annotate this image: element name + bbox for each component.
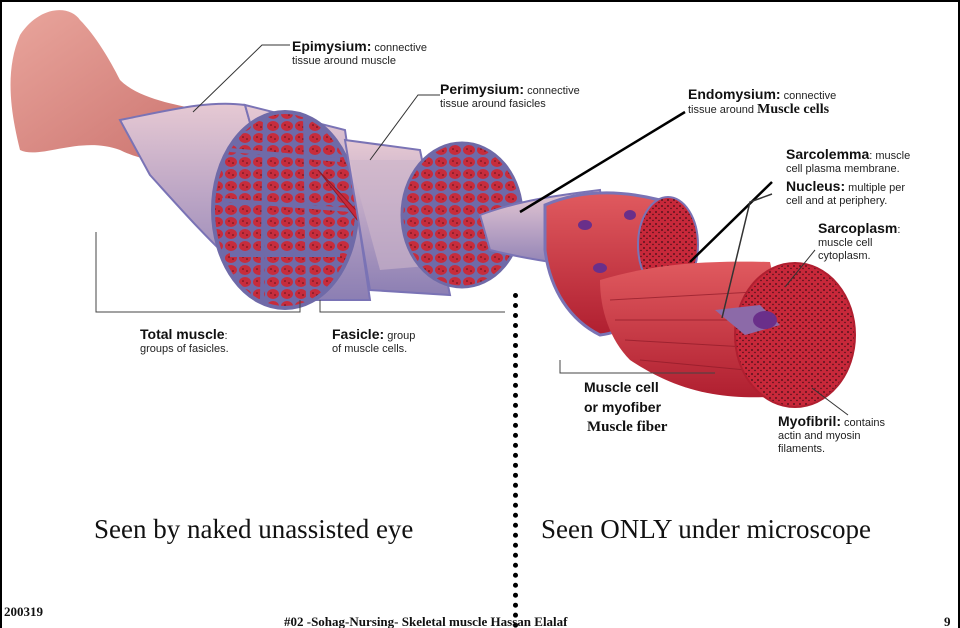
fasicle-label: Fasicle: group of muscle cells. — [332, 328, 415, 356]
sarcolemma-title: Sarcolemma — [786, 146, 869, 162]
epimysium-desc2: tissue around muscle — [292, 55, 396, 67]
fasicle-desc2: of muscle cells. — [332, 343, 407, 355]
muscle-cell-line3: Muscle fiber — [587, 419, 667, 435]
myofibril-desc3: filaments. — [778, 443, 825, 455]
sarcoplasm-desc3: cytoplasm. — [818, 250, 871, 262]
endomysium-label: Endomysium: connective tissue around Mus… — [688, 88, 836, 117]
epimysium-leader — [193, 45, 290, 112]
endomysium-desc: connective — [781, 90, 837, 102]
myofibril-desc: contains — [841, 417, 885, 429]
muscle-cell-label: Muscle cell or myofiber Muscle fiber — [584, 378, 667, 437]
footer-page-number: 9 — [944, 614, 951, 628]
myofiber-cross-section — [735, 263, 855, 407]
sarcoplasm-desc: : — [897, 224, 900, 236]
caption-naked-eye: Seen by naked unassisted eye — [94, 514, 413, 545]
fasicle-bracket — [320, 300, 505, 312]
perimysium-desc: connective — [524, 85, 580, 97]
muscle-cell-line1: Muscle cell — [584, 379, 659, 395]
footer-date: 200319 — [4, 604, 43, 620]
endomysium-title: Endomysium: — [688, 86, 781, 102]
epimysium-label: Epimysium: connective tissue around musc… — [292, 40, 427, 68]
sarcolemma-desc: : muscle — [869, 150, 910, 162]
sarcolemma-label: Sarcolemma: muscle cell plasma membrane. — [786, 148, 910, 176]
muscle-cell-line2: or myofiber — [584, 399, 661, 415]
myofibril-desc2: actin and myosin — [778, 430, 861, 442]
nucleus-title: Nucleus: — [786, 178, 845, 194]
myofibril-label: Myofibril: contains actin and myosin fil… — [778, 415, 885, 456]
endomysium-desc2: tissue around — [688, 104, 757, 116]
footer-title: #02 -Sohag-Nursing- Skeletal muscle Hass… — [284, 614, 568, 628]
perimysium-label: Perimysium: connective tissue around fas… — [440, 83, 580, 111]
caption-microscope: Seen ONLY under microscope — [541, 514, 871, 545]
perimysium-title: Perimysium: — [440, 81, 524, 97]
sarcoplasm-label: Sarcoplasm: muscle cell cytoplasm. — [818, 222, 900, 263]
epimysium-title: Epimysium: — [292, 38, 371, 54]
dotted-divider — [513, 293, 518, 628]
nucleus-desc2: cell and at periphery. — [786, 195, 887, 207]
sarcoplasm-desc2: muscle cell — [818, 237, 872, 249]
epimysium-desc: connective — [371, 42, 427, 54]
perimysium-desc2: tissue around fasicles — [440, 98, 546, 110]
fasicle-desc: group — [384, 330, 415, 342]
total-muscle-desc: : — [225, 330, 228, 342]
total-muscle-label: Total muscle: groups of fasicles. — [140, 328, 229, 356]
nucleus-label: Nucleus: multiple per cell and at periph… — [786, 180, 905, 208]
sarcolemma-desc2: cell plasma membrane. — [786, 163, 900, 175]
sarcolemma-leader — [690, 182, 772, 262]
fasicle-title: Fasicle: — [332, 326, 384, 342]
total-muscle-title: Total muscle — [140, 326, 225, 342]
nucleus-shape — [753, 311, 777, 329]
nucleus-desc: multiple per — [845, 182, 905, 194]
endomysium-desc2-bold: Muscle cells — [757, 102, 829, 117]
myofibril-title: Myofibril: — [778, 413, 841, 429]
sarcoplasm-title: Sarcoplasm — [818, 220, 897, 236]
total-muscle-desc2: groups of fasicles. — [140, 343, 229, 355]
